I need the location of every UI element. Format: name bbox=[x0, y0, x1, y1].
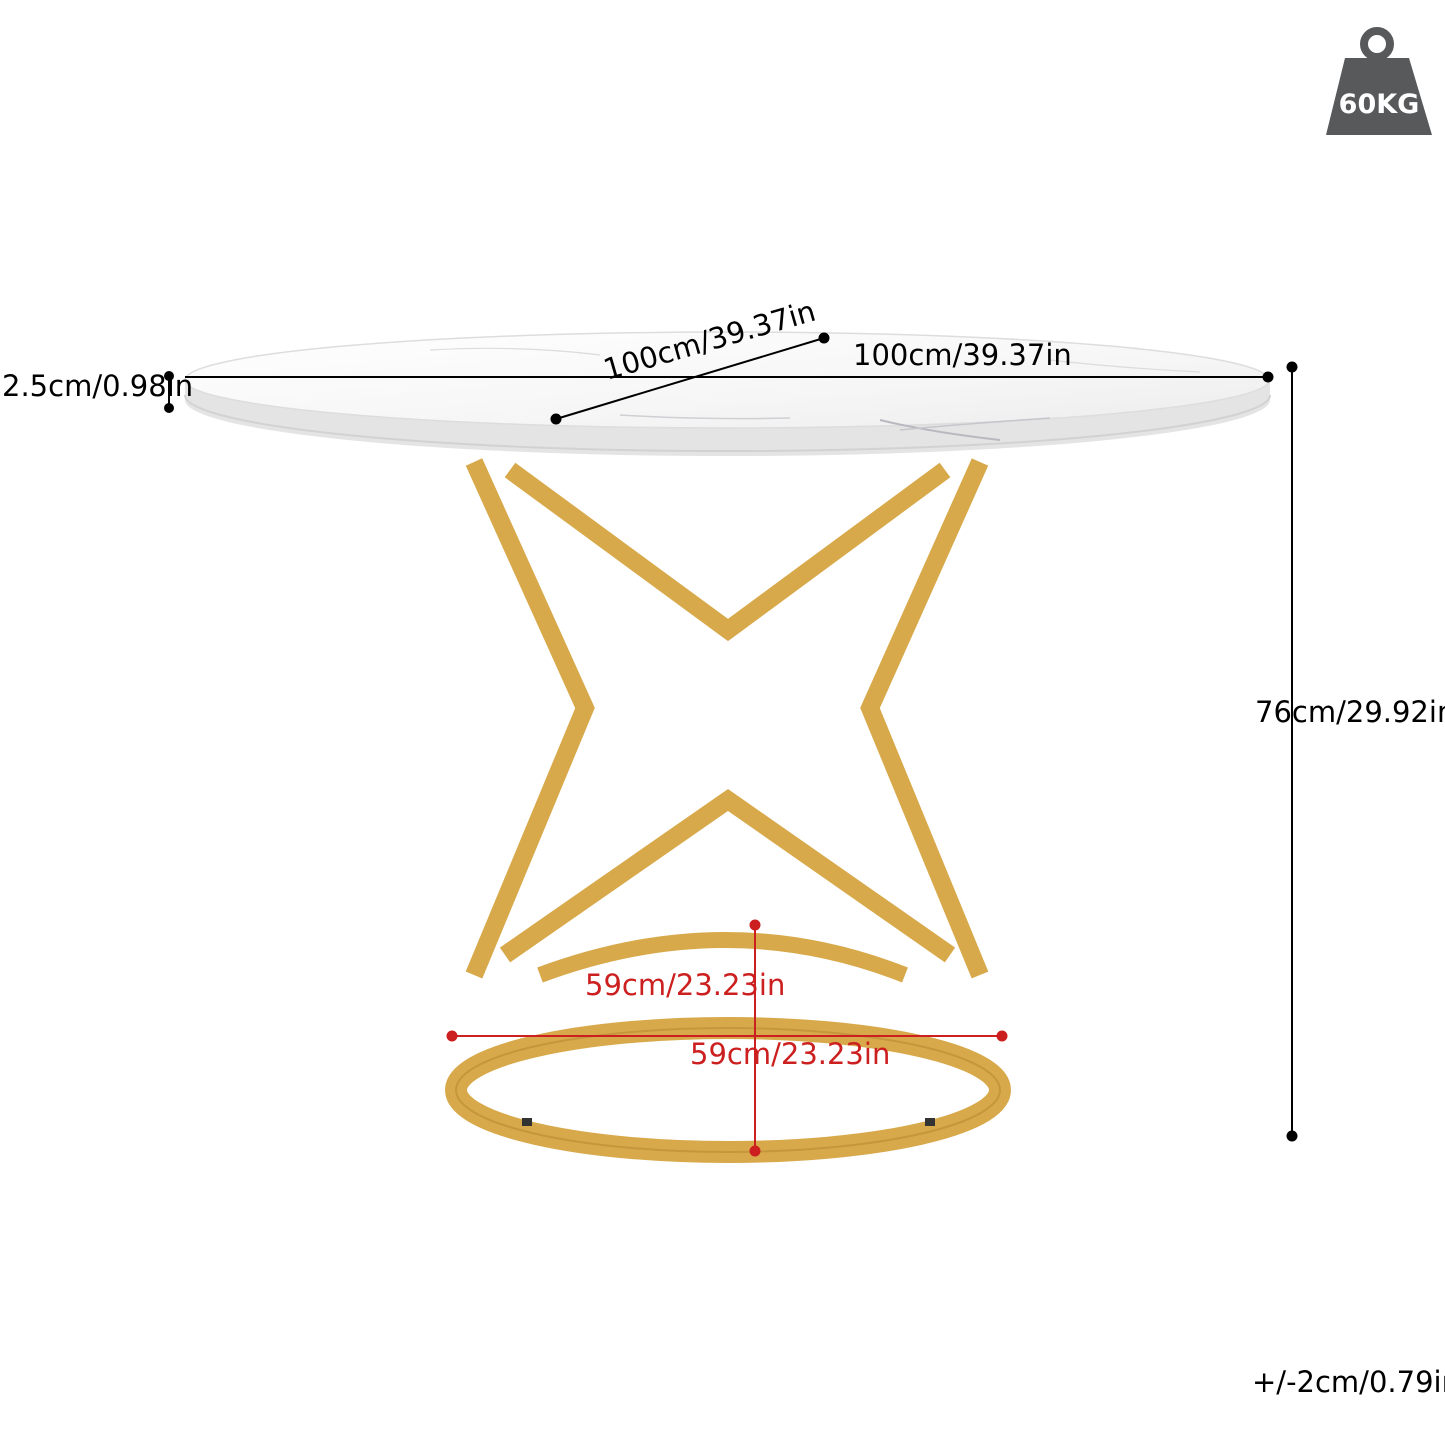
inner-x-lower bbox=[499, 789, 956, 963]
right-chevron bbox=[860, 458, 989, 979]
top-diameter-label: 100cm/39.37in bbox=[853, 338, 1072, 372]
dimension-lines bbox=[164, 332, 1298, 1142]
table-frame bbox=[445, 455, 1011, 1163]
base-depth-label: 59cm/23.23in bbox=[585, 968, 785, 1002]
weight-icon: 60KG bbox=[1326, 27, 1432, 135]
inner-x-upper bbox=[504, 462, 951, 642]
total-height-label: 76cm/29.92in bbox=[1255, 695, 1445, 729]
weight-capacity-label: 60KG bbox=[1339, 89, 1420, 120]
left-chevron bbox=[465, 458, 595, 979]
marble-tabletop bbox=[184, 331, 1271, 457]
base-width-label: 59cm/23.23in bbox=[690, 1037, 890, 1071]
top-thickness-label: 2.5cm/0.98in bbox=[2, 369, 193, 403]
base-dimension-lines bbox=[446, 919, 1008, 1157]
tolerance-note: +/-2cm/0.79in bbox=[1252, 1365, 1445, 1399]
